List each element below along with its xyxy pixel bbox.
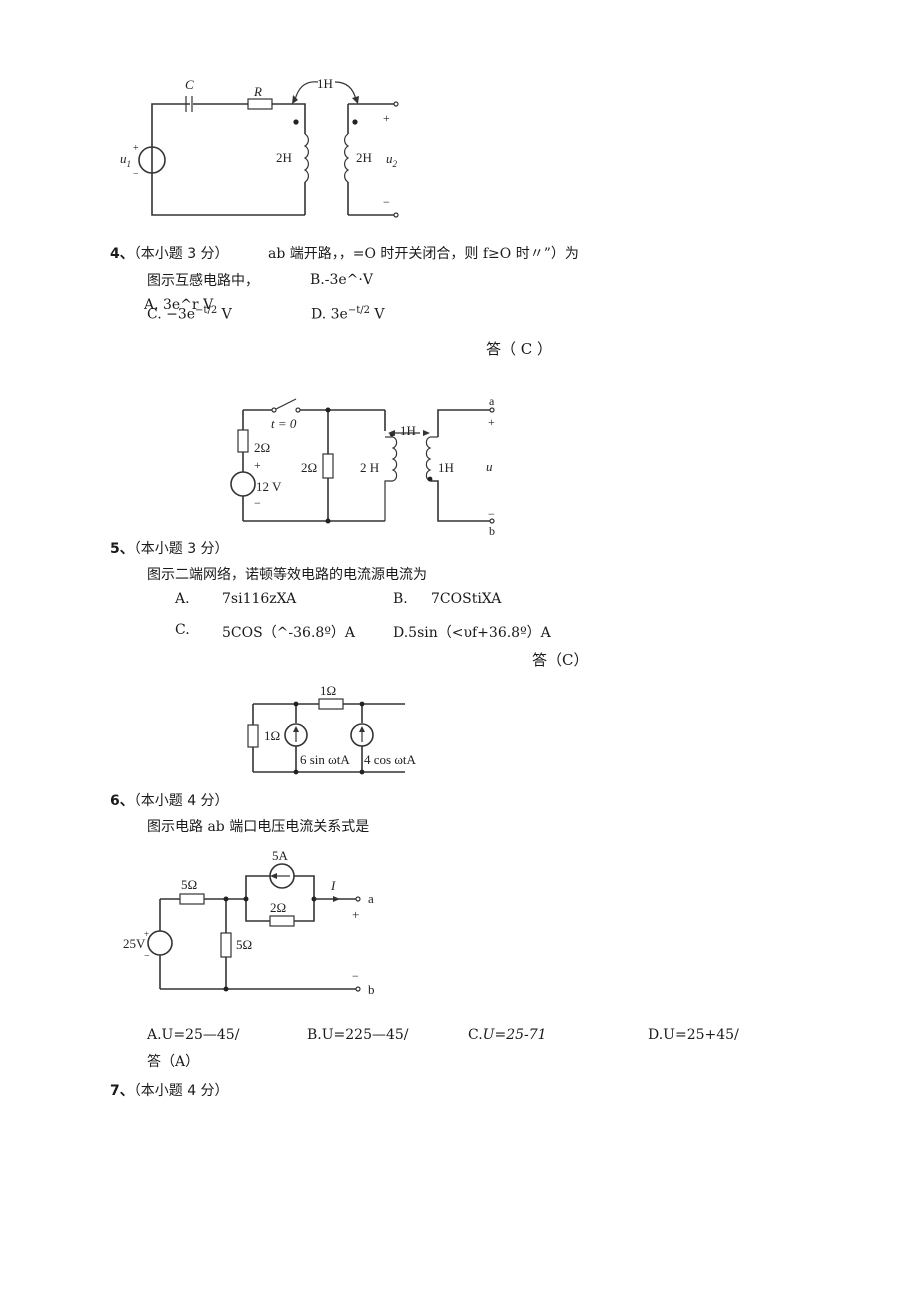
capacitor-label: C xyxy=(185,77,194,92)
terminal-a-label: a xyxy=(489,394,495,408)
question-6-answer: 答（A） xyxy=(147,1054,200,1070)
question-4-stem-line2: 图示互感电路中， xyxy=(147,273,259,289)
question-5-option-d: D.5sin（<υf+36.8º）A xyxy=(393,625,551,641)
top-resistor-label: 1Ω xyxy=(320,683,336,698)
port-plus: + xyxy=(352,907,359,922)
terminal-a-label: a xyxy=(368,891,374,906)
voltage-source-label: 12 V xyxy=(256,479,282,494)
terminal-b-label: b xyxy=(489,524,495,538)
current-source-1-label: 6 sin ωtA xyxy=(300,752,350,767)
question-4-option-a: A. 3e^r V xyxy=(144,297,214,313)
primary-inductor-label: 2H xyxy=(276,150,292,165)
primary-inductor-label: 2 H xyxy=(360,460,379,475)
question-4-option-d: D. 3e−t/2 V xyxy=(311,305,385,323)
mutual-inductance-label: 1H xyxy=(317,76,333,91)
question-6-header: 6、（本小题 4 分） xyxy=(110,790,229,810)
question-score: （本小题 4 分） xyxy=(133,1083,229,1099)
switch-label: t = 0 xyxy=(271,416,297,431)
shunt-resistor-label: 5Ω xyxy=(236,937,252,952)
question-6-option-b: B.U=225—45/ xyxy=(307,1027,409,1043)
series-resistor-label: 2Ω xyxy=(254,440,270,455)
question-score: （本小题 4 分） xyxy=(133,793,229,809)
question-score: （本小题 3 分） xyxy=(133,246,229,262)
question-score: （本小题 3 分） xyxy=(133,541,229,557)
question-number: 5、 xyxy=(110,541,134,557)
question-5-stem: 图示二端网络，诺顿等效电路的电流源电流为 xyxy=(147,567,427,583)
secondary-inductor-label: 2H xyxy=(356,150,372,165)
terminal-b-label: b xyxy=(368,982,375,997)
question-4-header: 4、（本小题 3 分） xyxy=(110,243,229,263)
question-5-option-b: 7COStiXA xyxy=(431,591,502,607)
secondary-inductor-label: 1H xyxy=(438,460,454,475)
question-5-option-b-label: B. xyxy=(393,591,408,607)
u1-minus: − xyxy=(133,169,139,180)
series-resistor-label: 5Ω xyxy=(181,877,197,892)
output-minus: − xyxy=(488,507,495,521)
circuit-figure-4: 5A 5Ω 2Ω 5Ω 25V + − I a + − b xyxy=(123,848,375,997)
question-4-option-c: C. −3e−t/2 V xyxy=(147,305,232,323)
circuit-figure-3: 1Ω 1Ω 6 sin ωtA 4 cos ωtA xyxy=(247,683,416,775)
question-4-stem-line1: ab 端开路，，=O 时开关闭合，则 f≥O 时〃”）为 xyxy=(268,246,579,262)
output-plus: + xyxy=(488,415,495,429)
circuit-figure-2: t = 0 2Ω + 12 V − 2Ω 1H 2 H 1H a + u − b xyxy=(230,394,495,538)
current-label: I xyxy=(330,878,336,893)
question-number: 6、 xyxy=(110,793,134,809)
question-5-option-c: 5COS（^-36.8º）A xyxy=(222,625,356,641)
question-6-option-c: C.U=25-71 xyxy=(468,1027,547,1043)
question-6-stem: 图示电路 ab 端口电压电流关系式是 xyxy=(147,819,370,835)
question-6-option-a: A.U=25—45/ xyxy=(147,1027,240,1043)
source-minus: − xyxy=(144,951,150,962)
question-5-header: 5、（本小题 3 分） xyxy=(110,538,229,558)
output-voltage-label: u xyxy=(486,459,493,474)
current-source-label: 5A xyxy=(272,848,289,863)
source-minus: − xyxy=(254,496,261,510)
source-plus: + xyxy=(144,929,149,939)
resistor-label: R xyxy=(253,84,262,99)
port-minus: − xyxy=(352,969,359,983)
shunt-resistor-label: 2Ω xyxy=(301,460,317,475)
left-resistor-label: 1Ω xyxy=(264,728,280,743)
voltage-source-label: 25V xyxy=(123,936,146,951)
parallel-resistor-label: 2Ω xyxy=(270,900,286,915)
question-5-option-c-label: C. xyxy=(175,622,190,638)
question-4-option-b: B.-3e^·V xyxy=(310,272,373,288)
u2-minus: − xyxy=(383,195,390,209)
question-number: 7、 xyxy=(110,1083,134,1099)
current-source-2-label: 4 cos ωtA xyxy=(364,752,416,767)
question-4-answer: 答（ C ） xyxy=(486,340,553,358)
question-6-option-d: D.U=25+45/ xyxy=(648,1027,739,1043)
u1-label: u1 xyxy=(120,151,131,169)
question-5-option-a: 7si116zXA xyxy=(222,591,297,607)
mutual-inductance-label: 1H xyxy=(400,423,416,438)
u2-label: u2 xyxy=(386,151,398,169)
question-number: 4、 xyxy=(110,246,134,262)
u2-plus: + xyxy=(383,111,390,125)
source-plus: + xyxy=(254,458,261,472)
question-7-header: 7、（本小题 4 分） xyxy=(110,1080,229,1100)
circuit-figure-1: C R 1H 2H 2H u1 + − u2 + − xyxy=(120,76,399,218)
u1-plus: + xyxy=(133,143,139,154)
question-5-answer: 答（C） xyxy=(532,651,589,669)
question-5-option-a-label: A. xyxy=(175,591,190,607)
